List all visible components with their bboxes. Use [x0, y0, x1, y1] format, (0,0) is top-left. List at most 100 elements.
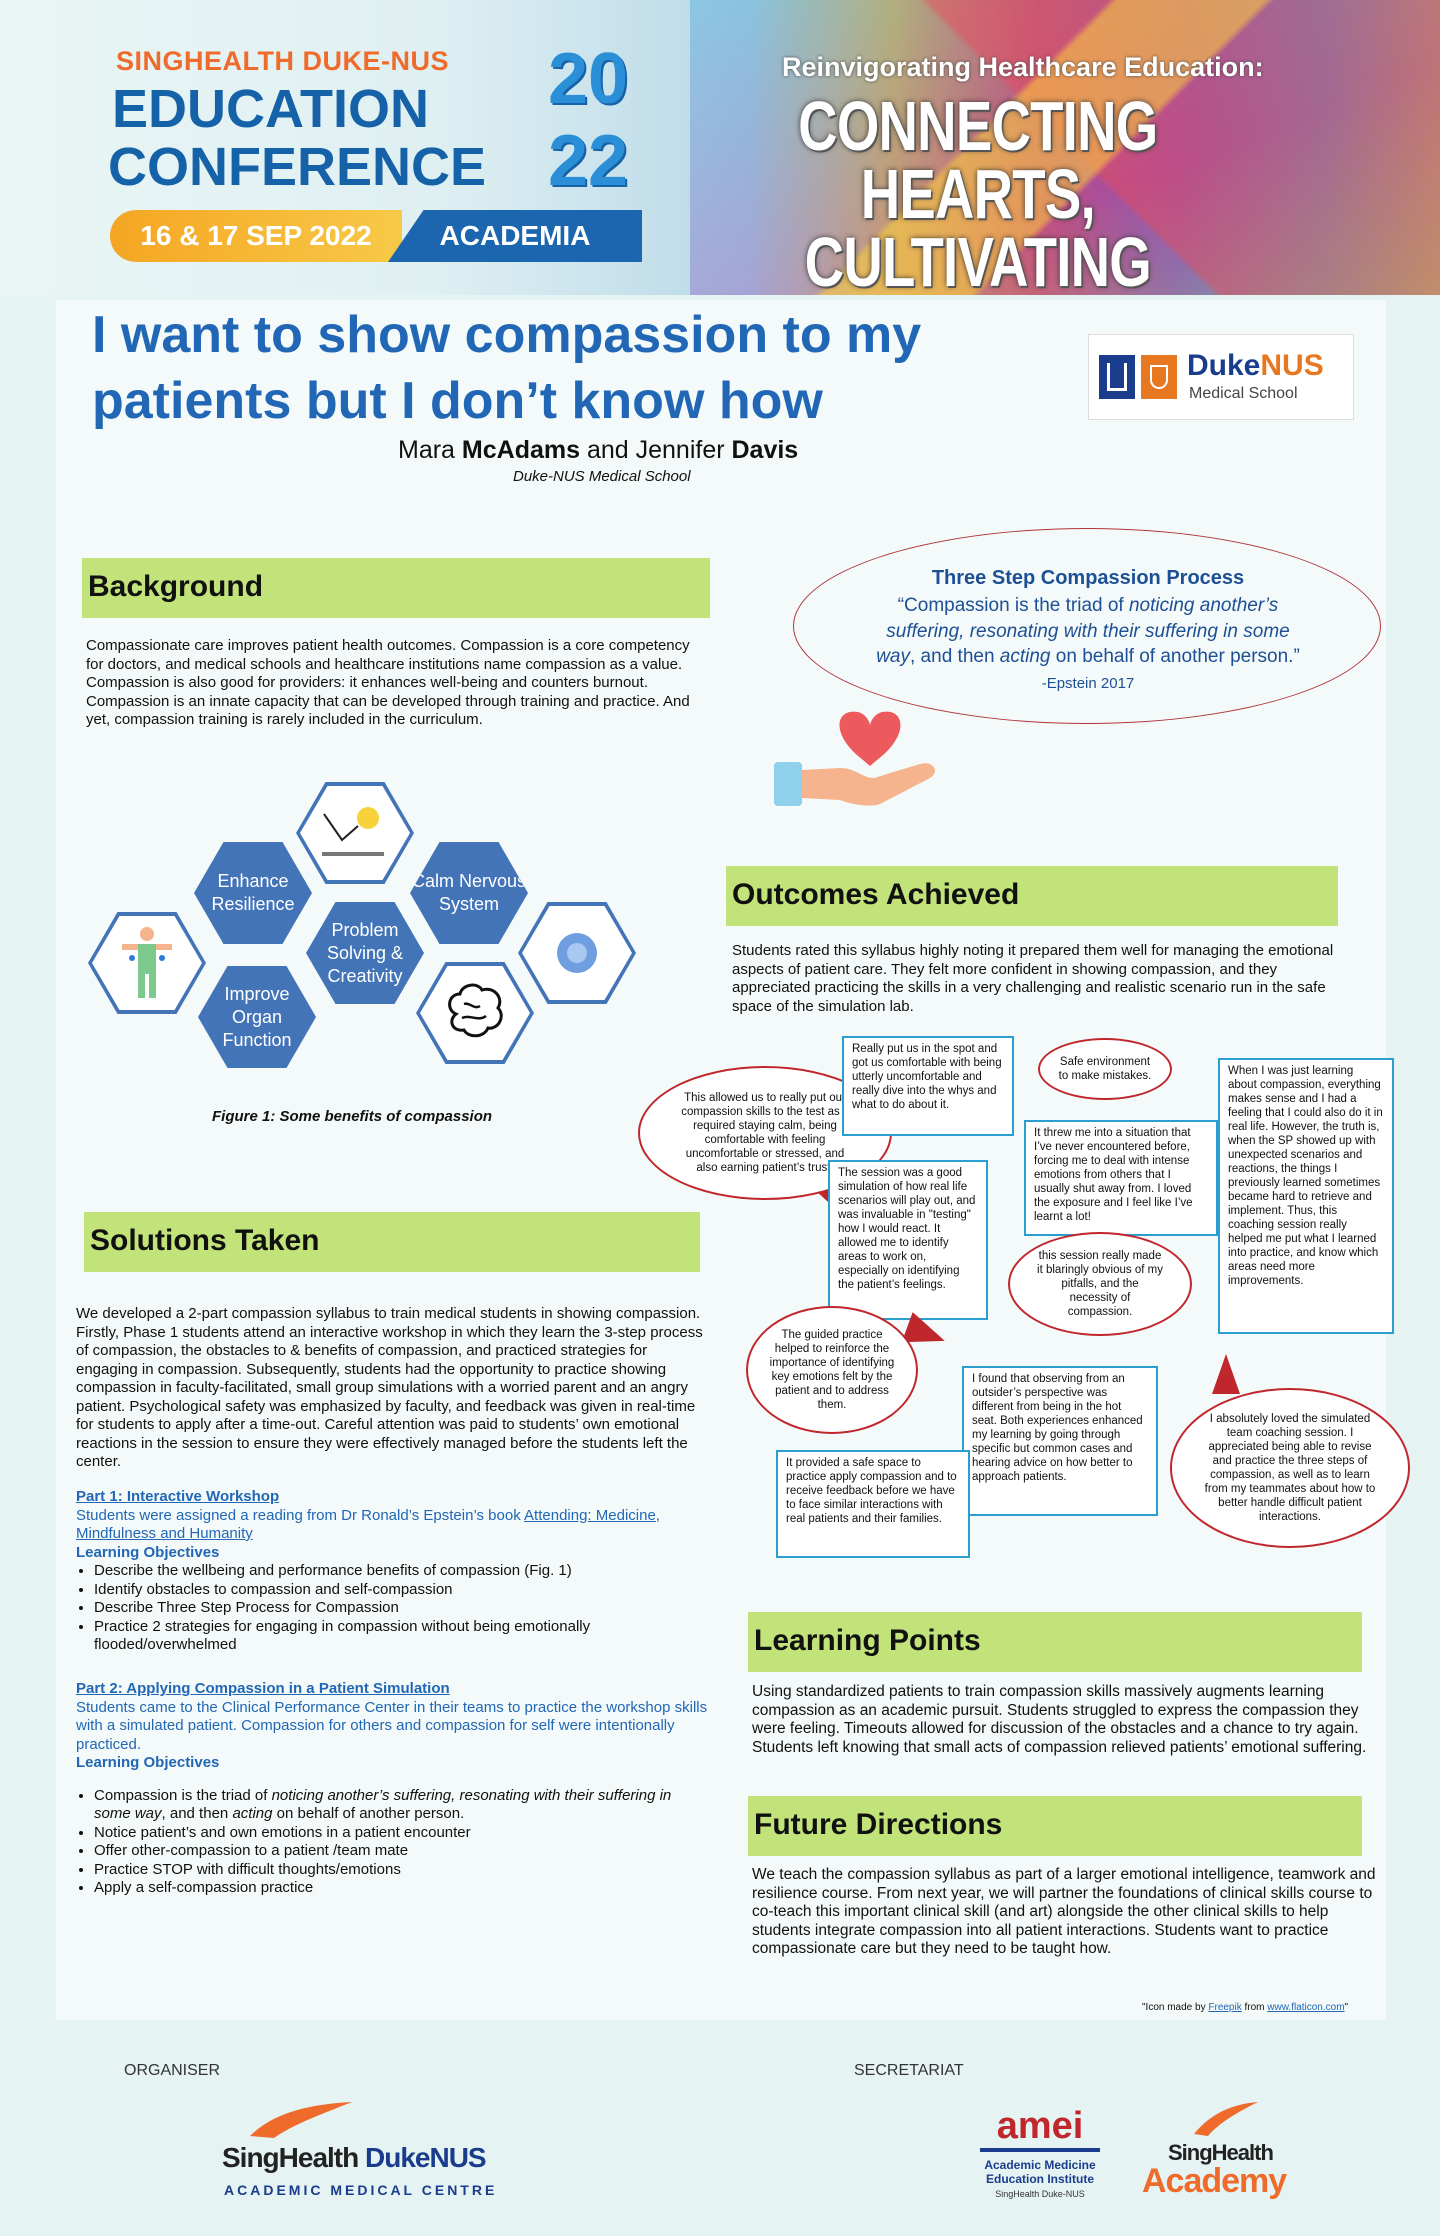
- learning-points-heading: Learning Points: [748, 1612, 1362, 1672]
- quote-bubble-8: The guided practice helped to reinforce …: [746, 1306, 918, 1434]
- credit-text: "Icon made by: [1142, 2002, 1209, 2013]
- affiliation: Duke-NUS Medical School: [513, 468, 691, 485]
- list-item: Compassion is the triad of noticing anot…: [94, 1787, 710, 1824]
- logo-subtitle: Medical School: [1189, 385, 1298, 402]
- hex-neuron-icon: [518, 902, 636, 1004]
- quote-cite: -Epstein 2017: [1041, 674, 1135, 692]
- outcomes-heading: Outcomes Achieved: [726, 866, 1338, 926]
- obj-italic: acting: [232, 1805, 273, 1822]
- logo-nus: NUS: [1260, 349, 1324, 382]
- theme-subtitle: Reinvigorating Healthcare Education:: [782, 52, 1264, 82]
- quote-box-2: Really put us in the spot and got us com…: [842, 1036, 1014, 1136]
- title-line1: I want to show compassion to my: [92, 306, 922, 364]
- quote-box-9: I found that observing from an outsider’…: [962, 1366, 1158, 1516]
- obj-text: on behalf of another person.: [272, 1805, 465, 1822]
- author-and: and Jennifer: [580, 436, 732, 464]
- logo-duke: Duke: [1187, 349, 1261, 382]
- quote-mid: , and then: [910, 646, 1000, 667]
- obj-text: , and then: [161, 1805, 233, 1822]
- org-dukenus: DukeNUS: [365, 2142, 487, 2173]
- amei-sub: SingHealth Duke-NUS: [995, 2189, 1085, 2199]
- part1-objectives-label: Learning Objectives: [76, 1543, 220, 1561]
- conference-banner: SINGHEALTH DUKE-NUS EDUCATION CONFERENCE…: [0, 0, 1440, 295]
- author1-first: Mara: [398, 436, 462, 464]
- part2-objectives: Compassion is the triad of noticing anot…: [76, 1787, 710, 1898]
- quote-box-10: It provided a safe space to practice app…: [776, 1450, 970, 1558]
- bubble-tail: [1212, 1354, 1240, 1394]
- background-text: Compassionate care improves patient heal…: [86, 637, 690, 728]
- three-step-quote: “Compassion is the triad of noticing ano…: [876, 593, 1300, 696]
- conference-title-line1: EDUCATION: [112, 79, 429, 139]
- part2-objectives-label: Learning Objectives: [76, 1754, 220, 1771]
- singhealth-dukenus-logo: SingHealth DukeNUS ACADEMIC MEDICAL CENT…: [222, 2100, 542, 2210]
- quote-box-5: The session was a good simulation of how…: [828, 1160, 988, 1320]
- figure-caption: Figure 1: Some benefits of compassion: [212, 1108, 493, 1125]
- part1-book-link[interactable]: Attending: Medicine, Mindfulness and Hum…: [76, 1506, 660, 1543]
- year-top: 20: [548, 39, 629, 119]
- quote-box-4: When I was just learning about compassio…: [1218, 1058, 1394, 1334]
- part1-objectives: Describe the wellbeing and performance b…: [76, 1562, 706, 1655]
- title-line2: patients but I don’t know how: [92, 372, 823, 430]
- outcomes-text: Students rated this syllabus highly noti…: [732, 942, 1334, 1015]
- secretariat-label: SECRETARIAT: [854, 2062, 964, 2079]
- solutions-heading: Solutions Taken: [84, 1212, 700, 1272]
- theme-line1: CONNECTING HEARTS,: [798, 87, 1158, 233]
- year-logo: 20 22: [548, 40, 640, 200]
- conference-title-line2: CONFERENCE: [108, 137, 487, 197]
- nus-crest-icon: [1141, 355, 1177, 399]
- future-directions-heading: Future Directions: [748, 1796, 1362, 1856]
- solutions-text: We developed a 2-part compassion syllabu…: [76, 1305, 703, 1470]
- duke-shield-icon: [1099, 355, 1135, 399]
- quote-open: “Compassion is the triad of: [897, 595, 1129, 616]
- part1-title: Part 1: Interactive Workshop: [76, 1488, 280, 1505]
- author1-last: McAdams: [461, 436, 580, 464]
- org-amc: ACADEMIC MEDICAL CENTRE: [224, 2182, 498, 2198]
- quote-box-6: It threw me into a situation that I’ve n…: [1024, 1120, 1218, 1236]
- list-item: Practice STOP with difficult thoughts/em…: [94, 1861, 710, 1880]
- list-item: Notice patient’s and own emotions in a p…: [94, 1824, 710, 1843]
- obj-text: Compassion is the triad of: [94, 1786, 272, 1804]
- academia-badge: ACADEMIA: [388, 210, 642, 262]
- list-item: Offer other-compassion to a patient /tea…: [94, 1842, 710, 1861]
- author2-last: Davis: [731, 436, 799, 464]
- credit-site-link[interactable]: www.flaticon.com: [1267, 2002, 1345, 2013]
- quote-end: on behalf of another person.”: [1050, 646, 1300, 667]
- three-step-title: Three Step Compassion Process: [931, 567, 1245, 589]
- duke-nus-logo: DukeNUS Medical School: [1088, 334, 1354, 420]
- singhealth-academy-logo: SingHealth Academy: [1136, 2100, 1296, 2220]
- credit-text: ": [1344, 2002, 1349, 2013]
- quote-bubble-11: I absolutely loved the simulated team co…: [1170, 1388, 1410, 1548]
- org-singhealth: SingHealth: [222, 2142, 359, 2173]
- quote-acting: acting: [999, 646, 1051, 667]
- singhealth-swoosh-icon: [250, 2102, 352, 2138]
- theme-title: CONNECTING HEARTS, CULTIVATING MINDS: [736, 87, 1220, 295]
- background-heading: Background: [82, 558, 710, 618]
- list-item: Describe Three Step Process for Compassi…: [94, 1599, 706, 1618]
- academy-word: Academy: [1142, 2162, 1287, 2200]
- part1-desc: Students were assigned a reading from Dr…: [76, 1507, 706, 1544]
- credit-author-link[interactable]: Freepik: [1208, 2002, 1242, 2013]
- banner-decoration: [690, 0, 1440, 295]
- conference-dates: 16 & 17 SEP 2022: [110, 210, 402, 262]
- quote-bubble-7: this session really made it blaringly ob…: [1008, 1232, 1192, 1336]
- amei-wordmark: amei: [996, 2105, 1084, 2147]
- icon-credit: "Icon made by Freepik from www.flaticon.…: [1142, 2002, 1348, 2013]
- part2-desc: Students came to the Clinical Performanc…: [76, 1698, 708, 1753]
- poster-title: I want to show compassion to my patients…: [92, 302, 1052, 434]
- quote-bubble-3: Safe environment to make mistakes.: [1038, 1038, 1172, 1100]
- footer: ORGANISER SECRETARIAT SingHealth DukeNUS…: [0, 2020, 1440, 2236]
- part1-block: Part 1: Interactive Workshop Students we…: [76, 1488, 706, 1655]
- list-item: Describe the wellbeing and performance b…: [94, 1562, 706, 1581]
- academy-swoosh-icon: [1194, 2102, 1258, 2136]
- authors: Mara McAdams and Jennifer Davis: [398, 436, 798, 465]
- list-item: Identify obstacles to compassion and sel…: [94, 1581, 706, 1600]
- three-step-callout: [793, 528, 1381, 724]
- part2-block: Part 2: Applying Compassion in a Patient…: [76, 1680, 710, 1898]
- year-bottom: 22: [548, 121, 629, 201]
- list-item: Practice 2 strategies for engaging in co…: [94, 1618, 706, 1655]
- theme-line2: CULTIVATING MINDS: [804, 223, 1152, 295]
- learning-points-text: Using standardized patients to train com…: [752, 1683, 1367, 1756]
- academy-singhealth: SingHealth: [1168, 2140, 1274, 2165]
- obj-italic: noticing another’s suffering, resonating…: [94, 1786, 672, 1823]
- part1-desc-pre: Students were assigned a reading from Dr…: [76, 1506, 525, 1524]
